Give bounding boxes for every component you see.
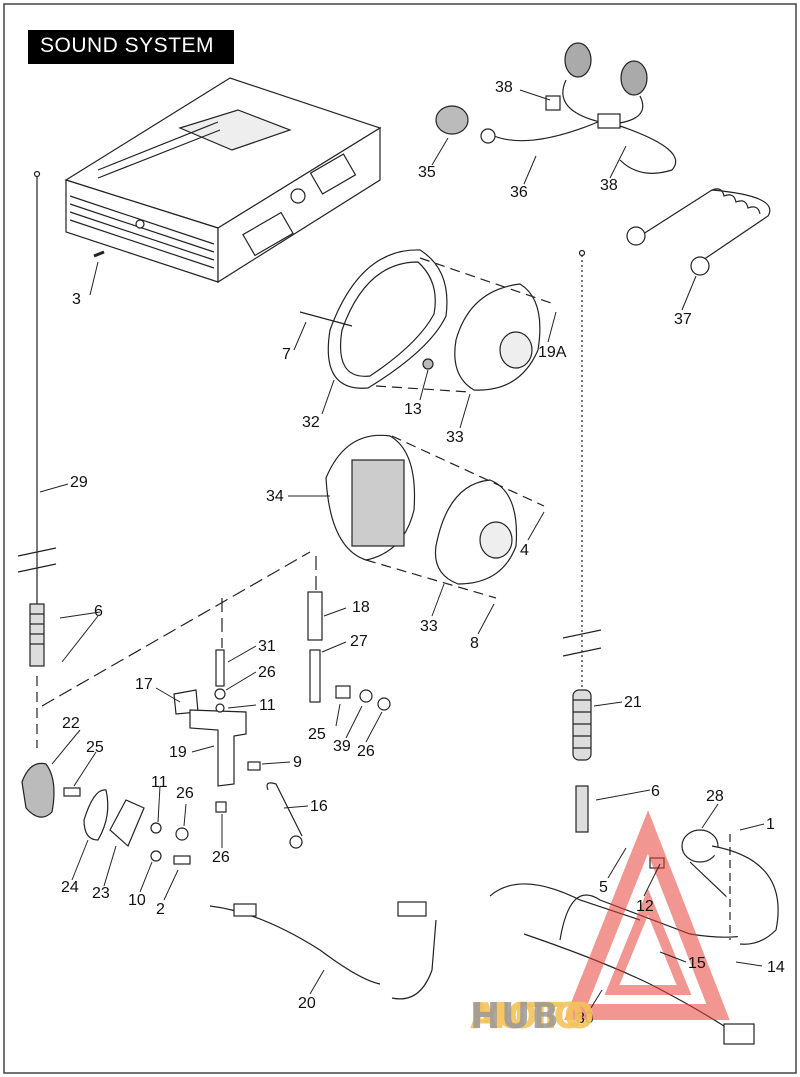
callout-15: 15 xyxy=(688,955,706,972)
coiled-cord xyxy=(626,188,771,276)
callout-4: 4 xyxy=(520,542,529,559)
callout-18: 18 xyxy=(352,599,370,616)
callout-26-b: 26 xyxy=(176,785,194,802)
callout-10: 10 xyxy=(128,892,146,909)
callout-25-right: 25 xyxy=(308,726,326,743)
callout-39: 39 xyxy=(333,738,351,755)
headset xyxy=(435,42,677,174)
callout-30: 30 xyxy=(576,1010,594,1027)
callout-34: 34 xyxy=(266,488,284,505)
radio-unit xyxy=(64,77,382,284)
callout-11-lower: 11 xyxy=(151,774,168,791)
watermark-logo xyxy=(564,810,730,1020)
callout-26-d: 26 xyxy=(357,743,375,760)
callout-33-lower: 33 xyxy=(420,618,438,635)
callout-19a: 19A xyxy=(538,344,567,361)
title-banner: SOUND SYSTEM xyxy=(28,30,234,64)
page-title: SOUND SYSTEM xyxy=(40,34,215,57)
callout-22: 22 xyxy=(62,715,80,732)
callout-7: 7 xyxy=(282,346,291,363)
left-antenna xyxy=(17,170,57,748)
callout-38-upper: 38 xyxy=(495,79,513,96)
mount-hardware xyxy=(21,591,391,865)
lower-speaker-assembly xyxy=(325,434,545,599)
callout-29: 29 xyxy=(70,474,88,491)
callout-38-lower: 38 xyxy=(600,177,618,194)
callout-32: 32 xyxy=(302,414,320,431)
page-border xyxy=(3,3,797,1074)
callout-31: 31 xyxy=(258,638,276,655)
callout-6-right: 6 xyxy=(651,783,660,800)
upper-speaker-assembly xyxy=(299,249,555,393)
callout-35: 35 xyxy=(418,164,436,181)
callout-17: 17 xyxy=(135,676,153,693)
callout-5: 5 xyxy=(599,879,608,896)
callout-25-left: 25 xyxy=(86,739,104,756)
callout-33-upper: 33 xyxy=(446,429,464,446)
watermark-part2: MOTO xyxy=(470,996,596,1037)
callout-1: 1 xyxy=(766,816,775,833)
callout-24: 24 xyxy=(61,879,79,896)
callout-14: 14 xyxy=(767,959,785,976)
callout-21: 21 xyxy=(624,694,642,711)
watermark-part1: AUTO xyxy=(470,996,586,1037)
callout-8: 8 xyxy=(470,635,479,652)
callout-16: 16 xyxy=(310,798,328,815)
callout-12: 12 xyxy=(636,898,654,915)
callout-3: 3 xyxy=(72,291,81,308)
callout-28: 28 xyxy=(706,788,724,805)
assembly-lines xyxy=(41,551,317,707)
callout-20: 20 xyxy=(298,995,316,1012)
relay-28 xyxy=(649,829,779,945)
callout-23: 23 xyxy=(92,885,110,902)
watermark-part3: HUB xyxy=(470,996,560,1037)
callout-19: 19 xyxy=(169,744,187,761)
callout-26-a: 26 xyxy=(258,664,276,681)
antenna-cable-20 xyxy=(209,901,437,1000)
callout-27: 27 xyxy=(350,633,368,650)
callout-2: 2 xyxy=(156,901,165,918)
callout-13: 13 xyxy=(404,401,422,418)
callout-37: 37 xyxy=(674,311,692,328)
callout-11-upper: 11 xyxy=(259,697,276,714)
callout-26-c: 26 xyxy=(212,849,230,866)
callout-9: 9 xyxy=(293,754,302,771)
callout-36: 36 xyxy=(510,184,528,201)
right-antenna xyxy=(562,249,602,833)
callout-6-left: 6 xyxy=(94,603,103,620)
